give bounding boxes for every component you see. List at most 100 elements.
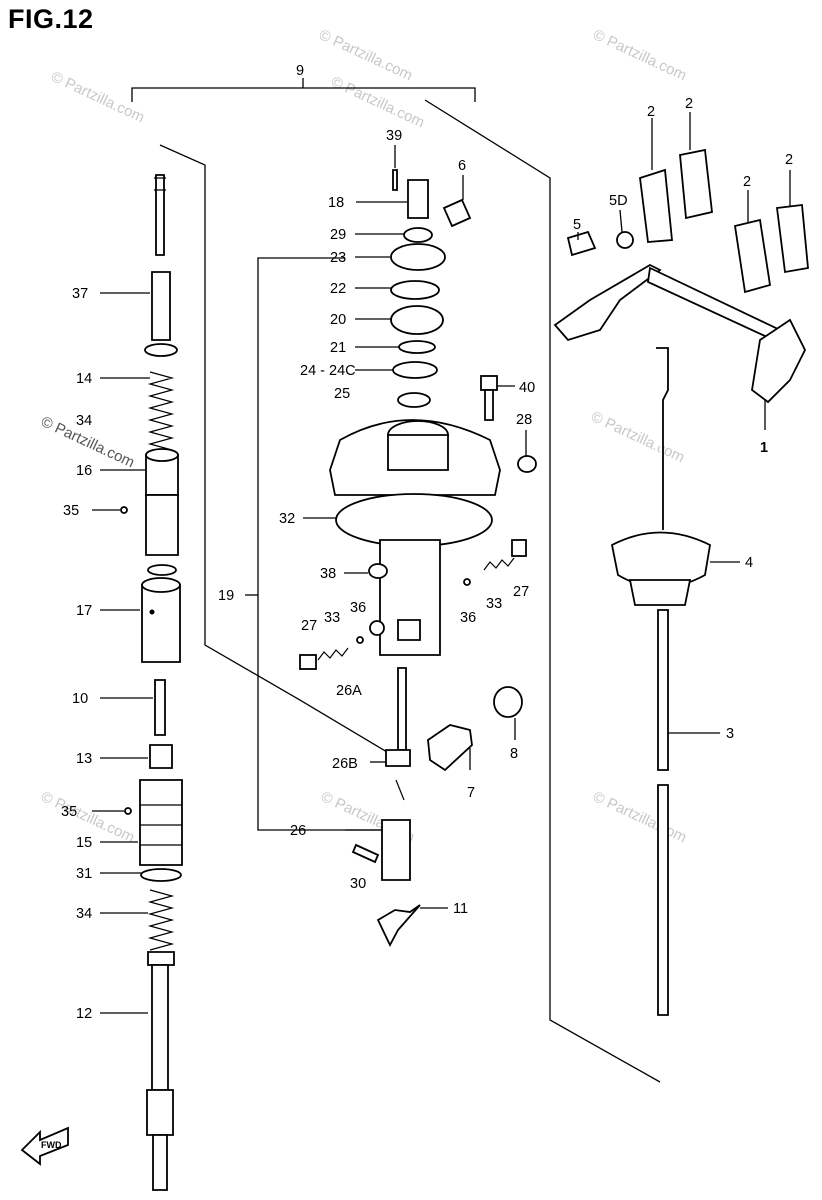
sleeve-17 — [141, 584, 181, 663]
watermark: © Partzilla.com — [590, 26, 689, 84]
callout-22: 22 — [330, 281, 346, 297]
plate-2 — [775, 203, 809, 274]
callout-11: 11 — [453, 901, 468, 917]
clevis-26 — [381, 819, 411, 881]
callout-6: 6 — [458, 158, 466, 174]
rod-26 — [397, 667, 407, 751]
callout-31: 31 — [76, 866, 92, 882]
figure-title: FIG.12 — [8, 4, 94, 34]
callout-23: 23 — [330, 250, 346, 266]
center-assembly — [299, 169, 537, 947]
shaft-12 — [147, 951, 175, 966]
leader-lines — [92, 112, 791, 1014]
circlip-21 — [398, 340, 436, 354]
collar-13 — [149, 744, 173, 769]
seal-20 — [390, 305, 444, 335]
pin-30 — [351, 843, 380, 864]
watermark: © Partzilla.com — [588, 408, 687, 466]
washer-25 — [397, 392, 431, 408]
nut-26b — [385, 749, 411, 767]
callout-2: 2 — [647, 104, 655, 120]
callout-36: 36 — [350, 600, 366, 616]
shaft-37 — [155, 174, 165, 256]
callout-26b: 26B — [332, 756, 358, 772]
callout-8: 8 — [510, 746, 518, 762]
callout-24: 24 - 24C — [300, 363, 356, 379]
callout-33: 33 — [486, 596, 502, 612]
shift-lever-assembly — [553, 148, 809, 1016]
callout-16: 16 — [76, 463, 92, 479]
spring-14 — [147, 371, 175, 451]
lever-1 — [553, 263, 662, 342]
callout-14: 14 — [76, 371, 92, 387]
pin-10 — [154, 679, 166, 736]
callout-21: 21 — [330, 340, 346, 356]
callout-2: 2 — [785, 152, 793, 168]
bolt-5 — [566, 230, 597, 257]
callout-2: 2 — [685, 96, 693, 112]
callout-25: 25 — [334, 386, 350, 402]
callout-27: 27 — [513, 584, 529, 600]
washer-24 — [392, 361, 438, 379]
callout-4: 4 — [745, 555, 753, 571]
bearing-15 — [139, 779, 183, 866]
callout-35: 35 — [61, 804, 77, 820]
watermark: © Partzilla.com — [328, 73, 427, 131]
rod-3-top — [656, 347, 669, 530]
callout-5d: 5D — [609, 193, 628, 209]
clamp-7 — [427, 724, 473, 772]
plate-2 — [679, 148, 713, 220]
nut-29 — [403, 227, 433, 243]
plug-38 — [368, 563, 388, 579]
assembly-bracket-9 — [131, 78, 476, 102]
spring-33 — [317, 647, 349, 661]
callout-33: 33 — [324, 610, 340, 626]
callout-12: 12 — [76, 1006, 92, 1022]
nut-5d — [616, 231, 634, 249]
callout-37: 37 — [72, 286, 88, 302]
plug-27 — [299, 654, 317, 670]
gasket-32 — [335, 493, 493, 547]
callout-20: 20 — [330, 312, 346, 328]
callout-26: 26 — [290, 823, 306, 839]
callout-9: 9 — [296, 63, 304, 79]
callout-34: 34 — [76, 413, 92, 429]
callout-26a: 26A — [336, 683, 362, 699]
callout-34: 34 — [76, 906, 92, 922]
fwd-arrow: FWD — [20, 1126, 69, 1166]
callout-18: 18 — [328, 195, 344, 211]
shift-shaft-assembly — [120, 174, 183, 1191]
callout-29: 29 — [330, 227, 346, 243]
shaft-37-lower — [151, 271, 171, 341]
callout-32: 32 — [279, 511, 295, 527]
callout-19: 19 — [218, 588, 234, 604]
callout-40: 40 — [519, 380, 535, 396]
assembly-bracket-19 — [245, 257, 382, 831]
pin-39 — [392, 169, 398, 191]
fwd-label: FWD — [41, 1140, 62, 1150]
rod-3 — [657, 609, 669, 771]
clip-11 — [376, 904, 421, 947]
callout-15: 15 — [76, 835, 92, 851]
clip-18 — [407, 179, 429, 219]
callout-17: 17 — [76, 603, 92, 619]
watermark: © Partzilla.com — [590, 788, 689, 846]
callout-13: 13 — [76, 751, 92, 767]
callout-35: 35 — [63, 503, 79, 519]
callout-2: 2 — [743, 174, 751, 190]
callout-10: 10 — [72, 691, 88, 707]
plate-2 — [733, 218, 772, 294]
callout-27: 27 — [301, 618, 317, 634]
plug-27 — [511, 539, 527, 557]
spring-34 — [147, 889, 175, 951]
callout-5: 5 — [573, 217, 581, 233]
spring-33 — [483, 557, 515, 571]
plug-28 — [517, 455, 537, 473]
housing — [145, 494, 179, 556]
callout-39: 39 — [386, 128, 402, 144]
watermark: © Partzilla.com — [316, 26, 415, 84]
callout-3: 3 — [726, 726, 734, 742]
callout-38: 38 — [320, 566, 336, 582]
callout-30: 30 — [350, 876, 366, 892]
